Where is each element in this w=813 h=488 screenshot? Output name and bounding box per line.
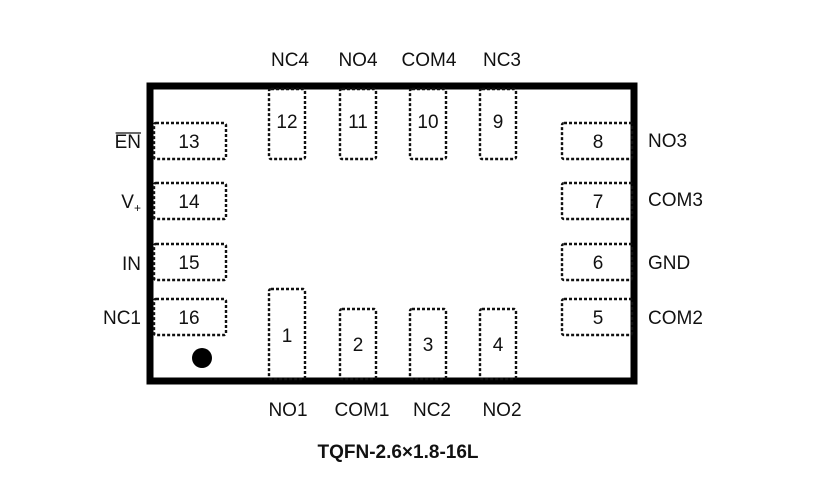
pin-number-1: 1 xyxy=(282,326,293,347)
pin-number-7: 7 xyxy=(593,192,604,213)
pin-label-nc2: NC2 xyxy=(413,400,451,421)
pin-label-com4: COM4 xyxy=(402,50,457,71)
pin-number-14: 14 xyxy=(178,192,200,213)
pad-pin-7 xyxy=(560,181,634,221)
pin-number-12: 12 xyxy=(276,112,297,133)
pin-label-nc1: NC1 xyxy=(103,308,141,329)
pad-pin-2 xyxy=(338,307,378,381)
package-outline xyxy=(146,82,638,385)
pin-number-10: 10 xyxy=(417,112,438,133)
package-caption: TQFN-2.6×1.8-16L xyxy=(317,442,478,463)
pin-label-in: IN xyxy=(122,254,141,275)
pad-pin-10 xyxy=(408,87,448,161)
pad-pin-15 xyxy=(152,242,228,282)
pin-label-com1: COM1 xyxy=(335,400,390,421)
pin-label-com2: COM2 xyxy=(648,308,703,329)
pin-number-4: 4 xyxy=(493,335,504,356)
pin-label-no2: NO2 xyxy=(482,400,521,421)
pin-number-13: 13 xyxy=(178,132,199,153)
pad-pin-11 xyxy=(338,87,378,161)
pad-pin-3 xyxy=(408,307,448,381)
pad-pin-1 xyxy=(267,287,307,381)
pin-number-8: 8 xyxy=(593,132,604,153)
pin-label-com3: COM3 xyxy=(648,190,703,211)
pin-number-11: 11 xyxy=(348,112,368,133)
pin-number-3: 3 xyxy=(423,335,434,356)
pin-number-15: 15 xyxy=(178,253,199,274)
pin-label-nc3: NC3 xyxy=(483,50,521,71)
pin-label-nc4: NC4 xyxy=(271,50,309,71)
pin-number-5: 5 xyxy=(593,308,604,329)
pad-pin-16 xyxy=(152,297,228,337)
pin-label-en: EN xyxy=(115,132,141,153)
pad-pin-12 xyxy=(267,87,307,161)
pad-pin-14 xyxy=(152,181,228,221)
pin-label-no1: NO1 xyxy=(268,400,307,421)
pin-number-16: 16 xyxy=(178,308,199,329)
pin-label-v: V+ xyxy=(121,192,141,215)
pad-pin-9 xyxy=(478,87,518,161)
pin-number-2: 2 xyxy=(353,335,364,356)
pad-pin-5 xyxy=(560,297,634,337)
pin1-marker-dot xyxy=(192,348,212,368)
pad-pin-4 xyxy=(478,307,518,381)
pin-label-gnd: GND xyxy=(648,253,690,274)
pin-number-9: 9 xyxy=(493,112,504,133)
pin-label-no3: NO3 xyxy=(648,131,687,152)
pad-pin-8 xyxy=(560,121,634,161)
pin-number-6: 6 xyxy=(593,253,604,274)
pad-pin-13 xyxy=(152,121,228,161)
pin-label-no4: NO4 xyxy=(338,50,378,71)
pad-pin-6 xyxy=(560,242,634,282)
